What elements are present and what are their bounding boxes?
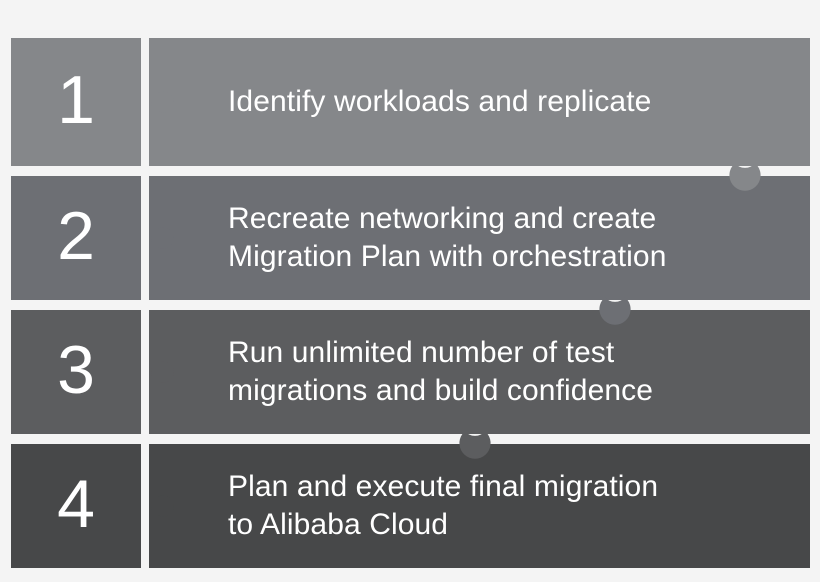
step-row-3[interactable]: 3 Run unlimited number of test migration… bbox=[11, 310, 810, 434]
step-number-4: 4 bbox=[57, 466, 95, 542]
step-number-cell-3: 3 bbox=[11, 310, 141, 434]
step-text-cell-3: Run unlimited number of test migrations … bbox=[149, 310, 810, 434]
step-row-4[interactable]: 4 Plan and execute final migration to Al… bbox=[11, 444, 810, 568]
step-label-4: Plan and execute final migration to Alib… bbox=[228, 469, 659, 541]
step-label-1: Identify workloads and replicate bbox=[228, 84, 652, 118]
step-number-cell-1: 1 bbox=[11, 38, 141, 166]
step-row-2[interactable]: 2 Recreate networking and create Migrati… bbox=[11, 176, 810, 300]
step-divider-4 bbox=[141, 444, 174, 568]
step-divider-3 bbox=[141, 310, 174, 434]
step-text-cell-2: Recreate networking and create Migration… bbox=[149, 176, 810, 300]
step-number-1: 1 bbox=[57, 62, 95, 138]
step-number-2: 2 bbox=[57, 198, 95, 274]
step-divider-1 bbox=[141, 38, 174, 166]
step-number-cell-2: 2 bbox=[11, 176, 141, 300]
step-number-cell-4: 4 bbox=[11, 444, 141, 568]
step-number-3: 3 bbox=[57, 332, 95, 408]
step-divider-2 bbox=[141, 176, 174, 300]
step-label-2: Recreate networking and create Migration… bbox=[228, 201, 667, 273]
step-text-cell-1: Identify workloads and replicate bbox=[149, 38, 810, 166]
step-text-cell-4: Plan and execute final migration to Alib… bbox=[149, 444, 810, 568]
step-label-3: Run unlimited number of test migrations … bbox=[228, 335, 654, 407]
step-row-1[interactable]: 1 Identify workloads and replicate bbox=[11, 38, 810, 166]
